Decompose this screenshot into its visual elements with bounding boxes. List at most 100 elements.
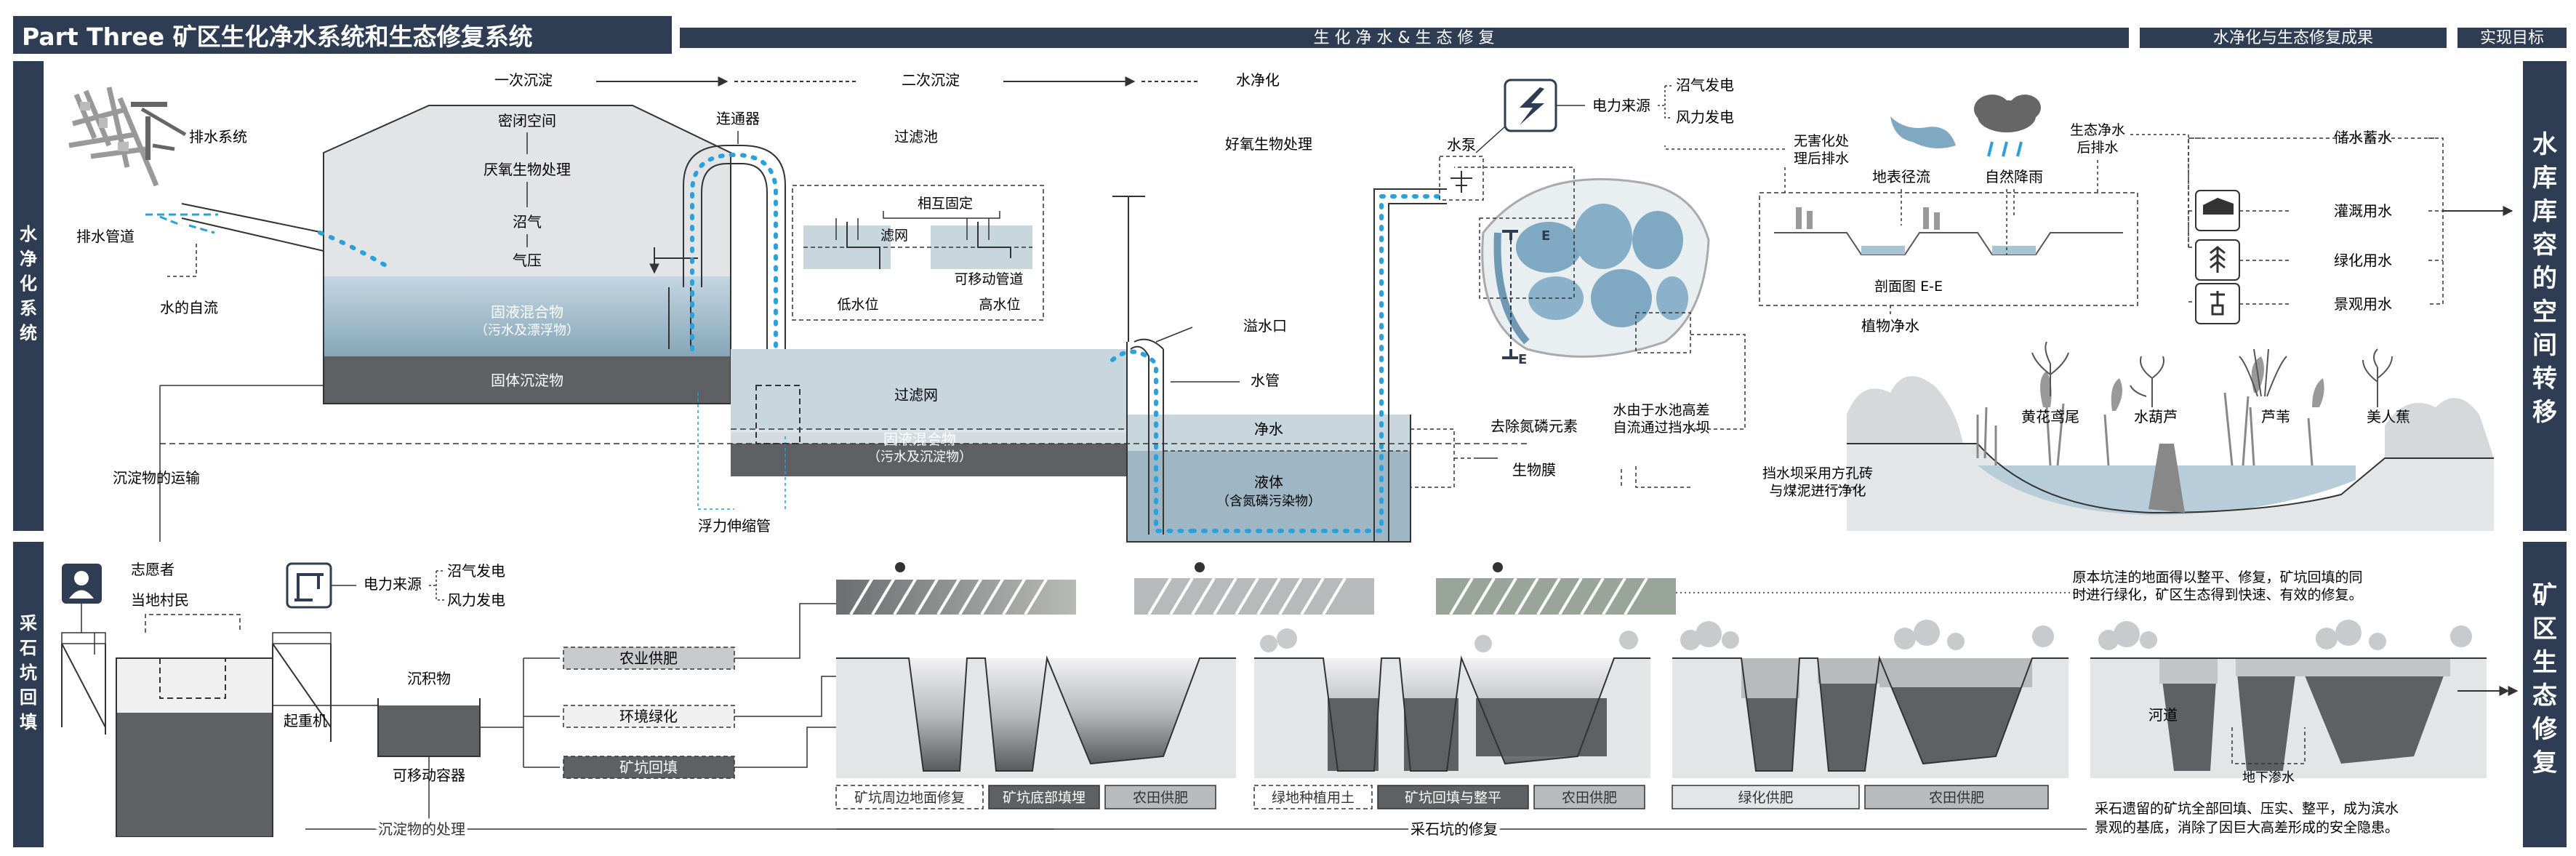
pit-backfill-label: 矿坑回填 xyxy=(619,759,678,776)
map-leader xyxy=(1454,167,1575,218)
biogas-label: 沼气 xyxy=(513,213,542,231)
goal-bottom-char: 态 xyxy=(2532,681,2557,711)
tree-clusters xyxy=(1260,620,2472,652)
anaerobic-label: 厌氧生物处理 xyxy=(483,161,571,178)
brick-label-1: 挡水坝采用方孔砖 xyxy=(1762,465,1873,481)
rain-leader xyxy=(2006,189,2015,255)
stage-box xyxy=(1533,785,1645,809)
runoff-icon xyxy=(1890,116,1956,148)
harmless-leader xyxy=(1664,145,1786,193)
stage-box xyxy=(1864,785,2049,809)
wind-power-label: 风力发电 xyxy=(1676,108,1734,126)
aerobic-tank xyxy=(1110,188,1449,543)
stage-box xyxy=(1377,785,1529,809)
movable-pipe-label: 可移动管道 xyxy=(954,271,1023,287)
filter-net-label: 过滤网 xyxy=(894,386,938,404)
bottom-section-label-char: 坑 xyxy=(20,663,37,683)
stage-label: 矿坑底部填埋 xyxy=(1003,790,1086,806)
stage-label: 矿坑回填与整平 xyxy=(1405,790,1501,806)
volunteer-label: 志愿者 xyxy=(131,561,174,578)
water-pipe-label: 水管 xyxy=(1251,372,1280,389)
filter-pool-label: 过滤池 xyxy=(894,128,938,145)
map-leader-2 xyxy=(1687,334,1746,430)
filter-pool xyxy=(731,342,1128,476)
section-ee-label: 剖面图 E-E xyxy=(1874,279,1943,295)
results-branch xyxy=(2188,137,2513,324)
river-label: 河道 xyxy=(2148,706,2178,724)
result-bar-label: 水净化与生态修复成果 xyxy=(2213,29,2373,47)
env-greening-label: 环境绿化 xyxy=(619,708,678,725)
flow-purify: 水净化 xyxy=(1236,71,1280,89)
mix1-label-2: （污水及漂浮物） xyxy=(475,323,579,338)
top-section-bar xyxy=(13,61,44,531)
flow-primary: 一次沉淀 xyxy=(494,71,553,89)
eco-drain-label-1: 生态净水 xyxy=(2070,122,2125,138)
bottom-power-split xyxy=(429,570,445,601)
eco-leader xyxy=(2097,134,2189,247)
result-bar xyxy=(2140,28,2447,48)
goal-bottom-bar xyxy=(2523,542,2567,847)
goal-bottom-char: 区 xyxy=(2532,615,2557,644)
goal-top-char: 库 xyxy=(2532,164,2557,193)
filter-detail xyxy=(792,185,1044,321)
pressure-label: 气压 xyxy=(513,252,542,269)
section-mark-bottom: E xyxy=(1518,352,1527,367)
overflow-leader xyxy=(1155,327,1193,343)
goal-top-bar xyxy=(2523,61,2567,531)
dam-label-2: 自流通过挡水坝 xyxy=(1613,420,1709,436)
goal-bar xyxy=(2457,28,2567,48)
stage-box xyxy=(1672,785,1860,809)
solid-label: 固体沉淀物 xyxy=(491,372,563,389)
drain-pipe-dashes xyxy=(145,213,218,234)
plant3-label: 芦苇 xyxy=(2261,408,2290,425)
volunteer-leader xyxy=(81,604,95,655)
plant1-label: 黄花鸢尾 xyxy=(2021,408,2079,425)
note2-line2: 景观的基底，消除了因巨大高差形成的安全隐患。 xyxy=(2095,820,2399,836)
landscape-label: 景观用水 xyxy=(2334,295,2392,313)
header: Part Three 矿区生化净水系统和生态修复系统 生 化 净 水 & 生 态… xyxy=(13,16,2567,54)
storage-label: 储水蓄水 xyxy=(2334,129,2392,146)
drain-pipe-label: 排水管道 xyxy=(76,228,135,245)
goal-top-char: 水 xyxy=(2532,130,2558,159)
drain-pipe-lower xyxy=(181,217,324,252)
rain-cloud-icon xyxy=(1974,95,2041,157)
connector-pipe xyxy=(683,145,786,429)
ee-section xyxy=(1759,192,2138,306)
crane-label: 起重机 xyxy=(284,712,327,729)
goal-top-char: 空 xyxy=(2532,297,2557,327)
drain-pipe-upper xyxy=(181,203,324,233)
crane-icon xyxy=(286,562,332,609)
biogas-power-label: 沼气发电 xyxy=(1676,76,1734,94)
aerobic-label: 好氧生物处理 xyxy=(1225,135,1312,153)
dam-label-1: 水由于水池高差 xyxy=(1613,402,1709,418)
lightning-icon xyxy=(1520,87,1544,125)
rainfall-label: 自然降雨 xyxy=(1985,168,2043,185)
bottom-section-label-char: 回 xyxy=(20,687,37,708)
flow-secondary: 二次沉淀 xyxy=(902,71,960,89)
main-bar-label: 生 化 净 水 & 生 态 修 复 xyxy=(1313,29,1494,47)
stage-label: 农田供肥 xyxy=(1133,790,1188,806)
sediment-treatment-label: 沉淀物的处理 xyxy=(378,820,465,838)
harmless-label-1: 无害化处 xyxy=(1794,133,1849,149)
biofilm-label: 生物膜 xyxy=(1512,461,1556,479)
self-flow-label: 水的自流 xyxy=(160,299,218,316)
filter-small-label: 滤网 xyxy=(880,228,908,244)
goal-bar-label: 实现目标 xyxy=(2480,29,2544,47)
tank-inflow-dots xyxy=(318,231,395,271)
stage-box xyxy=(1253,785,1373,809)
title-bar xyxy=(13,16,672,54)
connector-label: 连通器 xyxy=(716,110,760,127)
goal-bottom-char: 生 xyxy=(2532,648,2557,677)
bottom-biogas-label: 沼气发电 xyxy=(447,562,505,580)
goal-bottom-char: 复 xyxy=(2532,748,2557,777)
top-section-label-char: 水 xyxy=(20,224,38,244)
villagers-label: 当地村民 xyxy=(131,591,189,609)
top-section-label-char: 净 xyxy=(20,249,37,269)
power-source-label: 电力来源 xyxy=(1592,97,1650,114)
section-mark-top: E xyxy=(1541,228,1550,244)
bottom-power-label: 电力来源 xyxy=(364,575,422,593)
liquid-label-2: （含氮磷污染物） xyxy=(1216,494,1321,509)
